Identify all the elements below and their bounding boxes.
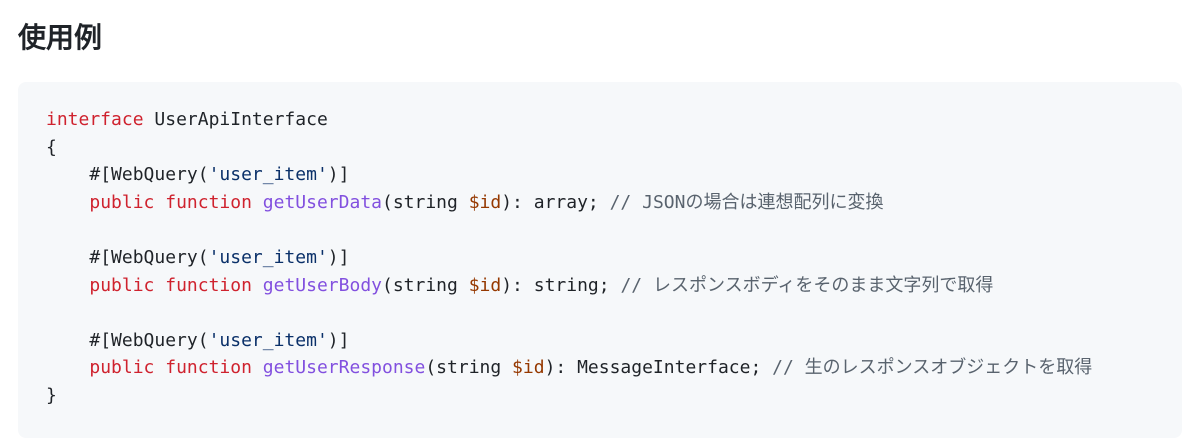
code-block[interactable]: interface UserApiInterface{ #[WebQuery('… — [18, 82, 1182, 438]
function-keyword: function — [165, 274, 252, 296]
code-line-blank — [46, 216, 1182, 244]
code-line-method: public function getUserBody(string $id):… — [46, 272, 1182, 300]
interface-name: UserApiInterface — [154, 109, 328, 130]
function-keyword: function — [165, 191, 252, 213]
attribute-prefix: #[WebQuery( — [89, 329, 209, 351]
code-line-method: public function getUserData(string $id):… — [46, 189, 1182, 217]
section-heading: 使用例 — [18, 21, 103, 54]
public-keyword: public — [89, 357, 155, 379]
attribute-suffix: )] — [327, 246, 350, 268]
return-type: ): array; — [501, 191, 610, 213]
return-type: ): string; — [501, 274, 621, 296]
code-line-interface-declaration: interface UserApiInterface — [46, 106, 1182, 134]
code-line-attribute: #[WebQuery('user_item')] — [46, 327, 1182, 355]
return-type: ): MessageInterface; — [544, 357, 773, 379]
attribute-argument: 'user_item' — [208, 329, 328, 351]
method-name: getUserResponse — [262, 357, 426, 379]
attribute-argument: 'user_item' — [208, 164, 328, 186]
param-variable: $id — [468, 191, 502, 213]
code-line-close-brace: } — [46, 382, 1182, 410]
attribute-prefix: #[WebQuery( — [89, 246, 209, 268]
code-line-method: public function getUserResponse(string $… — [46, 354, 1182, 382]
attribute-prefix: #[WebQuery( — [89, 164, 209, 186]
code-content: interface UserApiInterface{ #[WebQuery('… — [46, 106, 1182, 410]
code-comment: // JSONの場合は連想配列に変換 — [609, 191, 884, 213]
code-line-open-brace: { — [46, 134, 1182, 162]
code-line-attribute: #[WebQuery('user_item')] — [46, 161, 1182, 189]
open-brace: { — [46, 136, 57, 158]
param-variable: $id — [512, 357, 545, 379]
param-open: (string — [382, 191, 469, 213]
attribute-suffix: )] — [327, 164, 350, 186]
close-brace: } — [46, 384, 57, 406]
code-comment: // 生のレスポンスオブジェクトを取得 — [772, 357, 1093, 379]
method-name: getUserData — [262, 191, 382, 213]
code-line-attribute: #[WebQuery('user_item')] — [46, 244, 1182, 272]
attribute-suffix: )] — [327, 329, 350, 351]
method-name: getUserBody — [262, 274, 382, 296]
interface-keyword: interface — [46, 109, 144, 130]
param-open: (string — [382, 274, 469, 296]
attribute-argument: 'user_item' — [208, 246, 328, 268]
code-line-blank — [46, 299, 1182, 327]
param-open: (string — [425, 357, 513, 379]
code-comment: // レスポンスボディをそのまま文字列で取得 — [620, 274, 994, 296]
param-variable: $id — [468, 274, 502, 296]
public-keyword: public — [89, 191, 155, 213]
public-keyword: public — [89, 274, 155, 296]
function-keyword: function — [165, 357, 252, 379]
